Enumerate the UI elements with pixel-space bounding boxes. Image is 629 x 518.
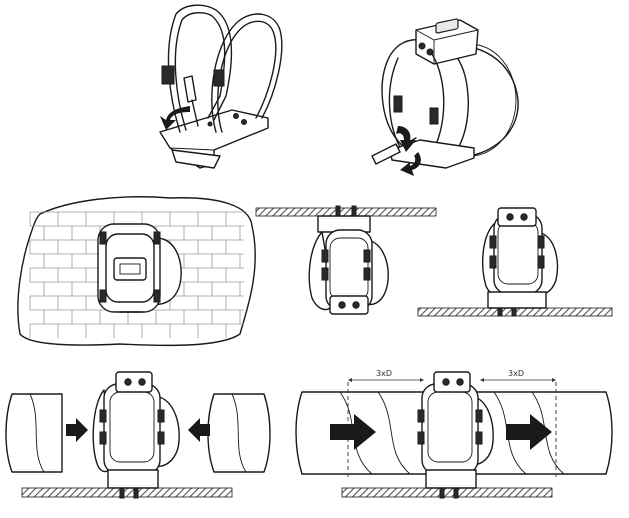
duct-fan-bracket bbox=[107, 469, 159, 489]
panel-duct-connection bbox=[5, 371, 271, 499]
rotate-arrow-icon bbox=[160, 106, 190, 130]
fan-bracket bbox=[389, 139, 475, 169]
dimension-label-left: 3xD bbox=[376, 369, 392, 378]
clamp-band-right bbox=[211, 13, 283, 133]
duct-fan-housing bbox=[103, 383, 161, 475]
flow-arrow-icon-right bbox=[506, 414, 552, 450]
ceiling-hatch bbox=[255, 207, 437, 217]
duct-fan-terminal-box bbox=[115, 371, 153, 393]
floor-hatch-bottom-left bbox=[21, 487, 233, 498]
panel-ceiling-mount bbox=[255, 205, 437, 315]
flow-arrow-icon-in-left bbox=[66, 418, 88, 442]
flow-arrow-icon-in-right bbox=[188, 418, 210, 442]
fan-band-latch-right bbox=[429, 107, 439, 125]
panel-floor-mount bbox=[417, 207, 613, 317]
panel-wall-mount bbox=[17, 196, 256, 347]
screwdriver-icon bbox=[183, 75, 199, 127]
panel-bracket-mounting bbox=[159, 4, 283, 169]
panel-fan-fixing bbox=[371, 18, 519, 176]
wall-fan-terminal-box bbox=[113, 257, 147, 281]
rotate-arrow-icon-2 bbox=[396, 126, 416, 152]
fan-band-latch-left bbox=[393, 95, 403, 113]
flow-arrow-icon-left bbox=[330, 414, 376, 450]
panel-straight-duct: 3xD 3xD bbox=[295, 369, 613, 499]
ceiling-fan-terminal-box bbox=[329, 295, 369, 315]
straight-fan-housing bbox=[421, 383, 479, 475]
straight-fan-terminal-box bbox=[433, 371, 471, 393]
duct-left bbox=[5, 393, 63, 473]
duct-right bbox=[207, 393, 271, 473]
band-latch-left bbox=[161, 65, 175, 85]
band-latch-right bbox=[213, 69, 225, 87]
floor-fan-terminal-box bbox=[497, 207, 537, 227]
bracket-foot bbox=[171, 149, 221, 169]
floor-bracket bbox=[487, 291, 547, 309]
floor-hatch-bottom-right bbox=[341, 487, 553, 498]
dimension-label-right: 3xD bbox=[508, 369, 524, 378]
straight-fan-bracket bbox=[425, 469, 477, 489]
ceiling-bracket bbox=[317, 215, 371, 233]
